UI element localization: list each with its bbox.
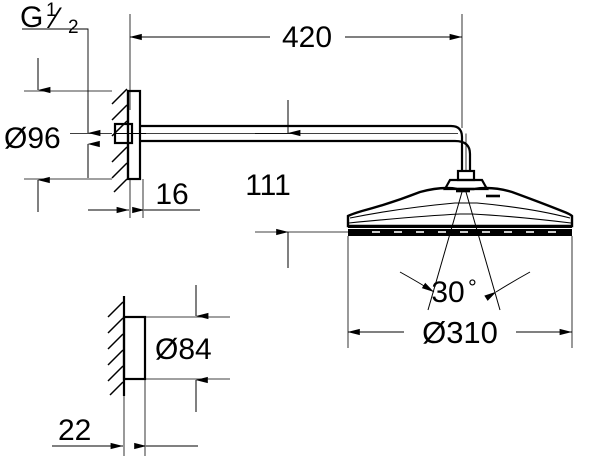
dim-label-thread-denominator: 2 [68,17,79,38]
dimension-arm-length: 420 [129,14,463,128]
dim-label-22: 22 [58,414,91,447]
dimension-escutcheon-depth: 22 [52,379,198,456]
detail-wall-hatching [107,301,124,396]
dim-label-16: 16 [155,178,188,211]
flange-plate [126,89,142,181]
escutcheon-body [122,315,147,381]
detail-wall-escutcheon-view: Ø84 22 [52,285,230,456]
dimension-head-diameter: Ø310 [347,236,573,350]
dim-label-30: 30 [431,276,464,309]
head-contour-line-1 [349,202,571,219]
head-contour-line-2 [348,213,572,224]
angle-arrow-right [484,271,531,301]
dimension-head-drop: 111 [245,100,350,268]
dim-label-degree-symbol: ° [468,275,477,300]
dim-label-420: 420 [282,21,332,54]
dimension-spray-angle: 30 ° [399,191,531,311]
main-elevation-view: 420 111 G 1 ⁄ 2 Ø96 [4,0,574,350]
angle-arrow-left [399,271,435,293]
dim-label-thread-prefix: G [20,1,43,34]
head-dome-outline [346,186,574,228]
dimension-flange-diameter: Ø96 [4,58,112,212]
dim-label-96: Ø96 [4,122,61,155]
dim-label-84: Ø84 [155,333,212,366]
arm-upper-outline [140,124,464,171]
dimension-escutcheon-diameter: Ø84 [145,285,230,412]
shower-head [346,186,574,236]
dimension-flange-offset: 16 [88,178,200,218]
dim-label-310: Ø310 [422,315,498,350]
dim-label-111: 111 [245,169,291,202]
dim-label-thread-numerator: 1 [46,0,57,21]
angle-leg-right [465,191,501,311]
